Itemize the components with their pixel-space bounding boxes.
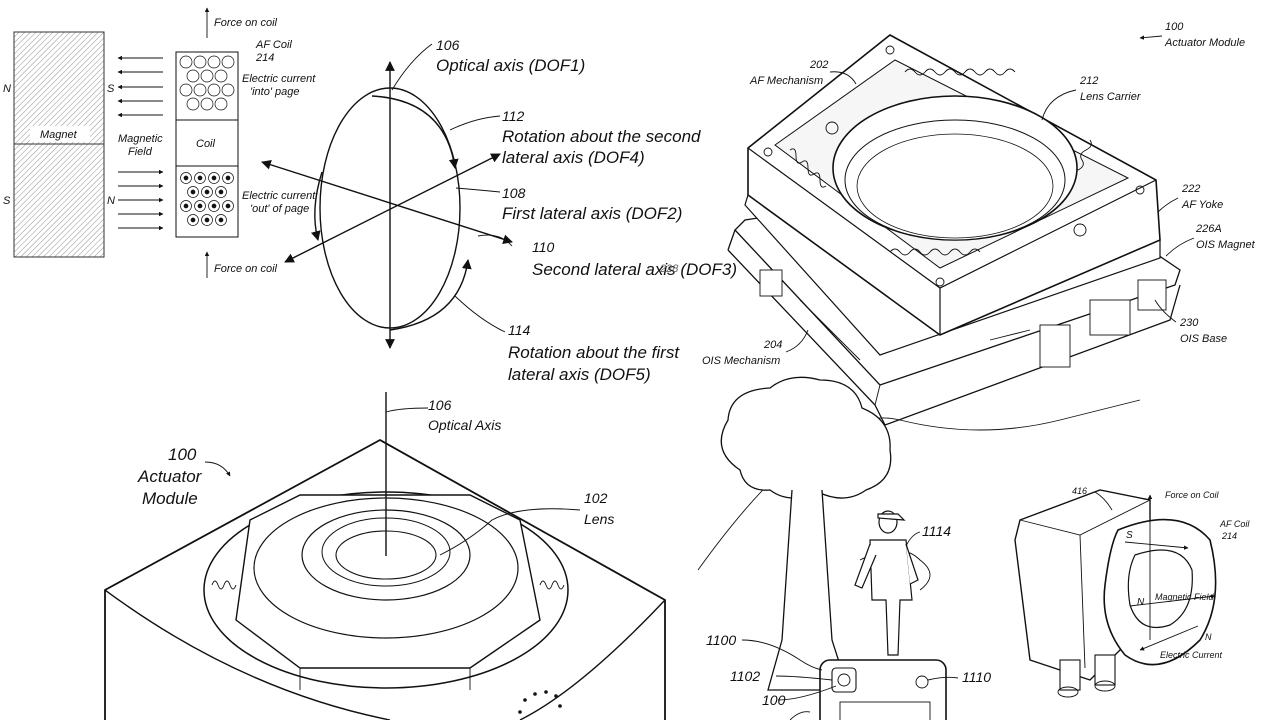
rotation-second-line1: Rotation about the second: [502, 127, 701, 146]
rotation-second-line2: lateral axis (DOF4): [502, 148, 645, 167]
pole-n-left: N: [3, 83, 11, 95]
current-out-symbols: [180, 172, 234, 226]
af-coil-label: AF Coil: [1219, 519, 1250, 529]
af-mechanism-number: 202: [809, 59, 828, 71]
pole-s-label: S: [1126, 530, 1133, 541]
figure-actuator-module-lens: 100 Actuator Module 106 Optical Axis 102…: [104, 392, 666, 720]
module-label: Actuator Module: [1164, 37, 1245, 49]
rotation-first-line2: lateral axis (DOF5): [508, 365, 651, 384]
af-coil-number: 214: [1221, 531, 1237, 541]
pole-n-label: N: [1137, 597, 1145, 608]
tree-trunk: [767, 489, 849, 691]
ois-magnet-number: 226A: [1195, 223, 1222, 235]
coil-label: Coil: [196, 138, 216, 150]
current-into-label-1: Electric current: [242, 73, 316, 85]
second-lateral-label: Second lateral axis (DOF3): [532, 260, 737, 279]
rotation-ellipse: [319, 87, 461, 329]
lens-number: 102: [584, 490, 608, 506]
force-on-coil-label: Force on Coil: [1165, 490, 1220, 500]
optical-axis-number: 106: [436, 37, 460, 53]
pole-n-right: N: [107, 195, 115, 207]
magnetic-field-label-2: Field: [128, 146, 153, 158]
device-module-number: 100: [762, 692, 786, 708]
device-number: 1100: [706, 632, 736, 648]
first-lateral-axis-line: [284, 153, 501, 263]
optical-axis-label: Optical Axis: [428, 417, 501, 433]
rotation-first-number: 114: [508, 322, 531, 338]
af-mechanism-label: AF Mechanism: [749, 75, 823, 87]
module-number: 100: [168, 445, 197, 464]
electric-current-label: Electric Current: [1160, 650, 1223, 660]
ois-magnet-label: OIS Magnet: [1196, 239, 1256, 251]
camera-number: 1102: [730, 668, 760, 684]
current-out-label-1: Electric current: [242, 190, 316, 202]
force-on-coil-top: Force on coil: [214, 17, 278, 29]
pole-s-right: S: [107, 83, 115, 95]
af-yoke-number: 222: [1181, 183, 1200, 195]
current-into-label-2: 'into' page: [250, 86, 299, 98]
rotation-second-number: 112: [502, 108, 525, 124]
lens-carrier-label: Lens Carrier: [1080, 91, 1142, 103]
figure-actuator-module-iso: 100 Actuator Module 202 AF Mechanism 212…: [702, 21, 1256, 426]
person-figure: [854, 510, 919, 656]
pole-n2-label: N: [1205, 632, 1212, 642]
magnetic-field-label: Magnetic Field: [1155, 592, 1215, 602]
pole-s-left: S: [3, 195, 11, 207]
figure-af-coil-closeup: 416 Force on Coil AF Coil 214 S N Magnet…: [1014, 486, 1250, 698]
module-label-1: Actuator: [137, 467, 203, 486]
force-on-coil-bottom: Force on coil: [214, 263, 278, 275]
module-number: 100: [1165, 21, 1184, 33]
optical-axis-label: Optical axis (DOF1): [436, 56, 585, 75]
ois-mechanism-label: OIS Mechanism: [702, 355, 780, 367]
figure-magnet-coil: Magnet N S S N Magnetic Field Coil: [3, 7, 316, 278]
current-into-symbols: [179, 55, 235, 111]
ois-mechanism-number: 204: [763, 339, 782, 351]
af-coil-number: 214: [255, 52, 274, 64]
lens-label: Lens: [584, 511, 614, 527]
ghost-number: 228: [659, 263, 679, 275]
second-lateral-axis-line: [261, 160, 513, 244]
first-lateral-number: 108: [502, 185, 526, 201]
current-out-label-2: 'out' of page: [250, 203, 309, 215]
second-lateral-number: 110: [532, 239, 555, 255]
af-yoke-label: AF Yoke: [1181, 199, 1223, 211]
ois-base-number: 230: [1179, 317, 1199, 329]
magnet-label: Magnet: [40, 129, 78, 141]
flash-number: 1110: [962, 669, 991, 685]
af-coil-label: AF Coil: [255, 39, 292, 51]
module-label-2: Module: [142, 489, 198, 508]
flash-icon: [915, 675, 929, 689]
figure-device-scene: 1114 1100 1102 100 1110: [697, 376, 1141, 720]
field-arrows: [117, 55, 164, 231]
optical-axis-number: 106: [428, 397, 452, 413]
ois-base-label: OIS Base: [1180, 333, 1227, 345]
magnet-number: 416: [1072, 486, 1087, 496]
camera-module: [831, 667, 857, 693]
magnetic-field-label-1: Magnetic: [118, 133, 163, 145]
person-number: 1114: [922, 523, 951, 539]
lens-carrier-number: 212: [1079, 75, 1098, 87]
rotation-first-line1: Rotation about the first: [508, 343, 680, 362]
figure-degrees-of-freedom: 106 Optical axis (DOF1) 112 Rotation abo…: [261, 37, 737, 384]
first-lateral-label: First lateral axis (DOF2): [502, 204, 682, 223]
